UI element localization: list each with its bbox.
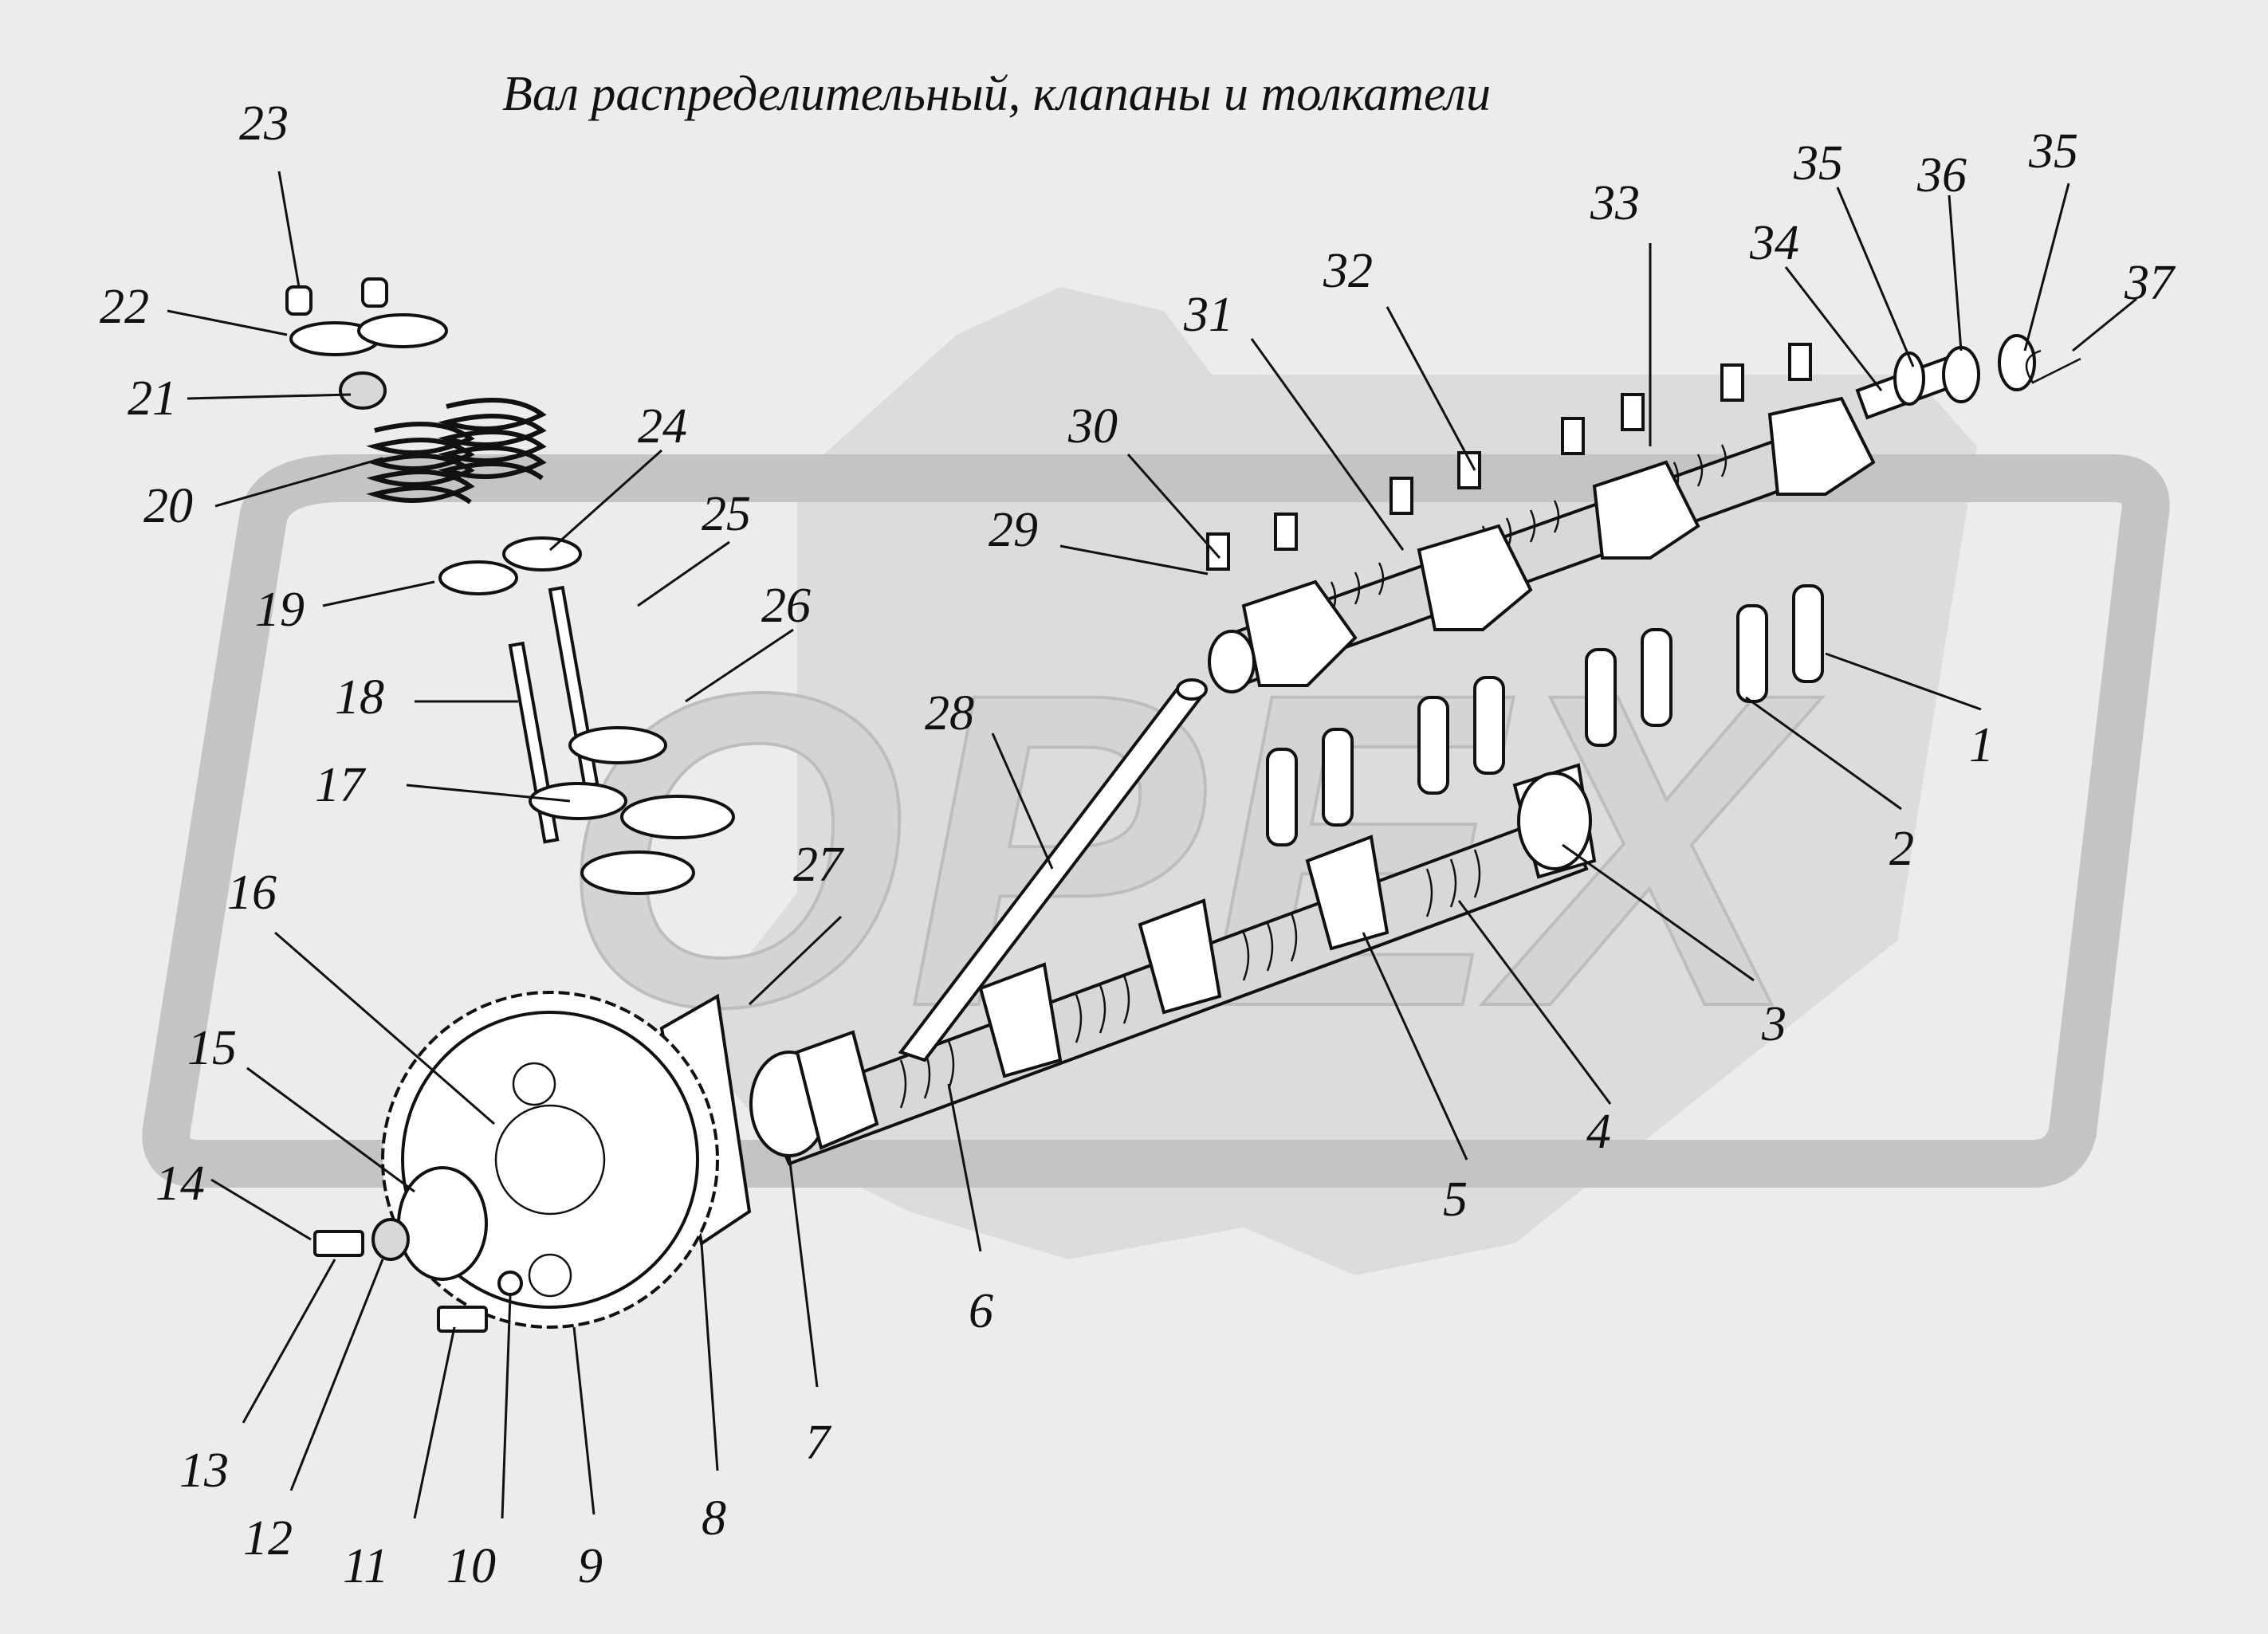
callout-29: 29 [989, 503, 1038, 557]
page-title: Вал распределительный, клапаны и толкате… [502, 67, 1491, 121]
callout-22: 22 [100, 280, 149, 334]
callout-16: 16 [227, 866, 277, 920]
rocker-shaft-assembly [1206, 334, 2081, 693]
callout-26: 26 [761, 579, 811, 633]
callout-37: 37 [2124, 256, 2176, 310]
callout-32: 32 [1323, 244, 1373, 298]
push-rod [898, 678, 1208, 1062]
camshaft [749, 763, 1597, 1166]
callout-31: 31 [1183, 288, 1233, 342]
callout-25: 25 [702, 487, 751, 541]
camshaft-gear-assembly [313, 991, 752, 1333]
callout-2: 2 [1889, 822, 1914, 876]
callout-5: 5 [1443, 1172, 1468, 1227]
callout-3a: 3 [1761, 997, 1786, 1051]
callout-35a: 35 [1793, 136, 1843, 191]
callouts: 1 2 3 3 4 5 6 7 8 9 10 11 12 13 14 15 16… [100, 96, 2176, 1593]
callout-23: 23 [239, 96, 289, 151]
callout-18: 18 [335, 670, 384, 725]
callout-35b: 35 [2028, 124, 2078, 179]
callout-19: 19 [255, 583, 305, 637]
callout-21: 21 [128, 371, 177, 426]
callout-13: 13 [179, 1443, 229, 1498]
watermark-ring [142, 454, 2170, 1188]
callout-17: 17 [315, 758, 367, 812]
callout-7: 7 [805, 1416, 832, 1470]
callout-15: 15 [187, 1021, 237, 1075]
callout-10: 10 [446, 1539, 496, 1593]
callout-9: 9 [578, 1539, 603, 1593]
callout-4: 4 [1586, 1105, 1611, 1159]
callout-33: 33 [1590, 176, 1640, 230]
callout-6: 6 [969, 1284, 993, 1338]
callout-34: 34 [1749, 216, 1799, 270]
callout-20: 20 [143, 479, 193, 533]
callout-12: 12 [243, 1511, 293, 1565]
callout-24: 24 [638, 399, 687, 454]
leader-lines [167, 171, 2137, 1519]
callout-1: 1 [1969, 718, 1994, 772]
valve-spring-set [285, 277, 582, 595]
valves [508, 585, 735, 895]
callout-8: 8 [702, 1491, 726, 1546]
callout-14: 14 [155, 1157, 205, 1211]
watermark-text: ОРЕХ [560, 600, 1823, 1099]
callout-28: 28 [925, 686, 974, 740]
callout-27: 27 [793, 838, 845, 892]
callout-36: 36 [1916, 148, 1967, 202]
callout-30: 30 [1067, 399, 1118, 454]
callout-11: 11 [343, 1539, 388, 1593]
tappets [1266, 584, 1824, 846]
